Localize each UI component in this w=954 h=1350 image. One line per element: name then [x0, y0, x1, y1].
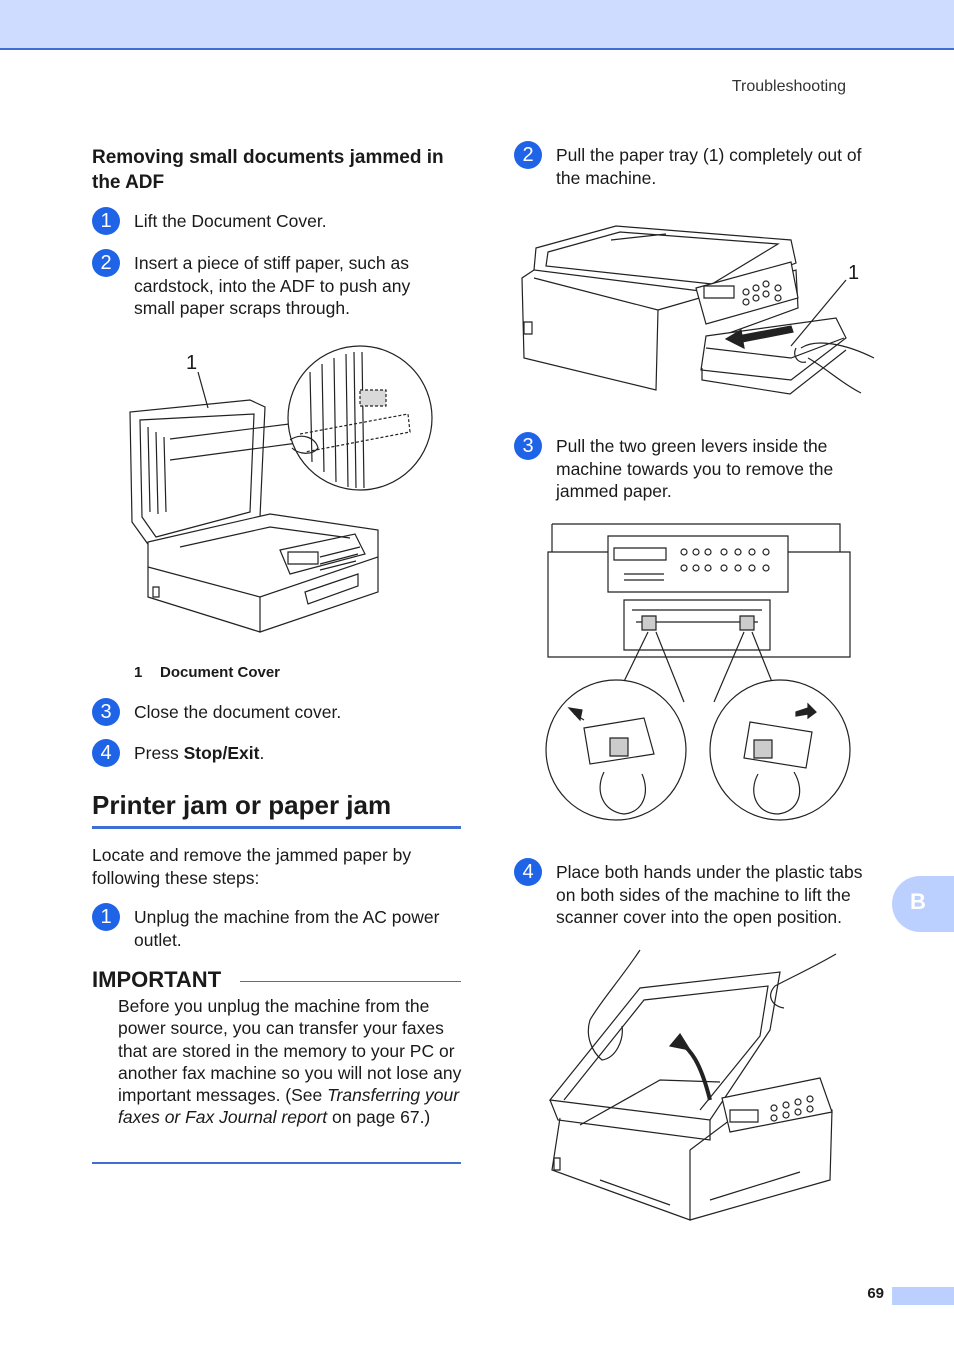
- important-title: IMPORTANT: [92, 967, 222, 992]
- step-text: Press Stop/Exit.: [134, 742, 464, 765]
- step-text: Pull the two green levers inside the mac…: [556, 436, 834, 501]
- top-band: [0, 0, 954, 50]
- adf-illustration: [120, 342, 440, 642]
- text-run: .: [259, 743, 265, 763]
- scanner-cover-illustration: [540, 950, 840, 1225]
- important-bottom-rule: [92, 1162, 461, 1164]
- step-number: 2: [92, 249, 120, 277]
- step-number: 1: [92, 207, 120, 235]
- step-number: 3: [92, 698, 120, 726]
- step-number: 4: [514, 858, 542, 886]
- figure-label: 1: [848, 262, 860, 284]
- chapter-tab-letter: B: [910, 889, 926, 914]
- caption-text: Document Cover: [160, 664, 281, 681]
- heading-rule: [92, 826, 461, 829]
- caption-number: 1: [134, 664, 143, 681]
- figure-caption: 1 Document Cover: [134, 664, 280, 681]
- step-number: 1: [92, 903, 120, 931]
- step-text: Insert a piece of stiff paper, such as c…: [134, 253, 411, 318]
- step-text: Place both hands under the plastic tabs …: [556, 862, 863, 927]
- step-number: 2: [514, 141, 542, 169]
- step-number: 3: [514, 432, 542, 460]
- intro-paragraph: Locate and remove the jammed paper by fo…: [92, 845, 412, 888]
- step-number: 4: [92, 739, 120, 767]
- paper-tray-illustration: [516, 218, 876, 400]
- page-number-bar: [892, 1287, 954, 1305]
- page-number: 69: [867, 1285, 884, 1302]
- chapter-tab: B: [892, 876, 954, 932]
- figure-label: 1: [186, 352, 198, 374]
- step-text: Pull the paper tray (1) completely out o…: [556, 145, 862, 188]
- step-text: Lift the Document Cover.: [134, 211, 327, 231]
- text-run: Before you unplug the machine from the p…: [118, 996, 462, 1106]
- stop-exit-key: Stop/Exit: [183, 743, 260, 763]
- cross-reference: Transferring your faxes or Fax Journal r…: [118, 1085, 460, 1128]
- text-run: Press: [134, 743, 184, 763]
- step-text: Unplug the machine from the AC power out…: [134, 907, 440, 950]
- important-rule: [240, 981, 461, 982]
- subheading: Removing small documents jammed in the A…: [92, 147, 444, 193]
- important-body: Before you unplug the machine from the p…: [118, 995, 464, 1129]
- step-text: Close the document cover.: [134, 702, 342, 722]
- green-levers-illustration: [544, 522, 854, 824]
- text-run: on page 67.): [327, 1107, 431, 1128]
- running-header: Troubleshooting: [731, 78, 846, 95]
- section-heading: Printer jam or paper jam: [92, 790, 392, 820]
